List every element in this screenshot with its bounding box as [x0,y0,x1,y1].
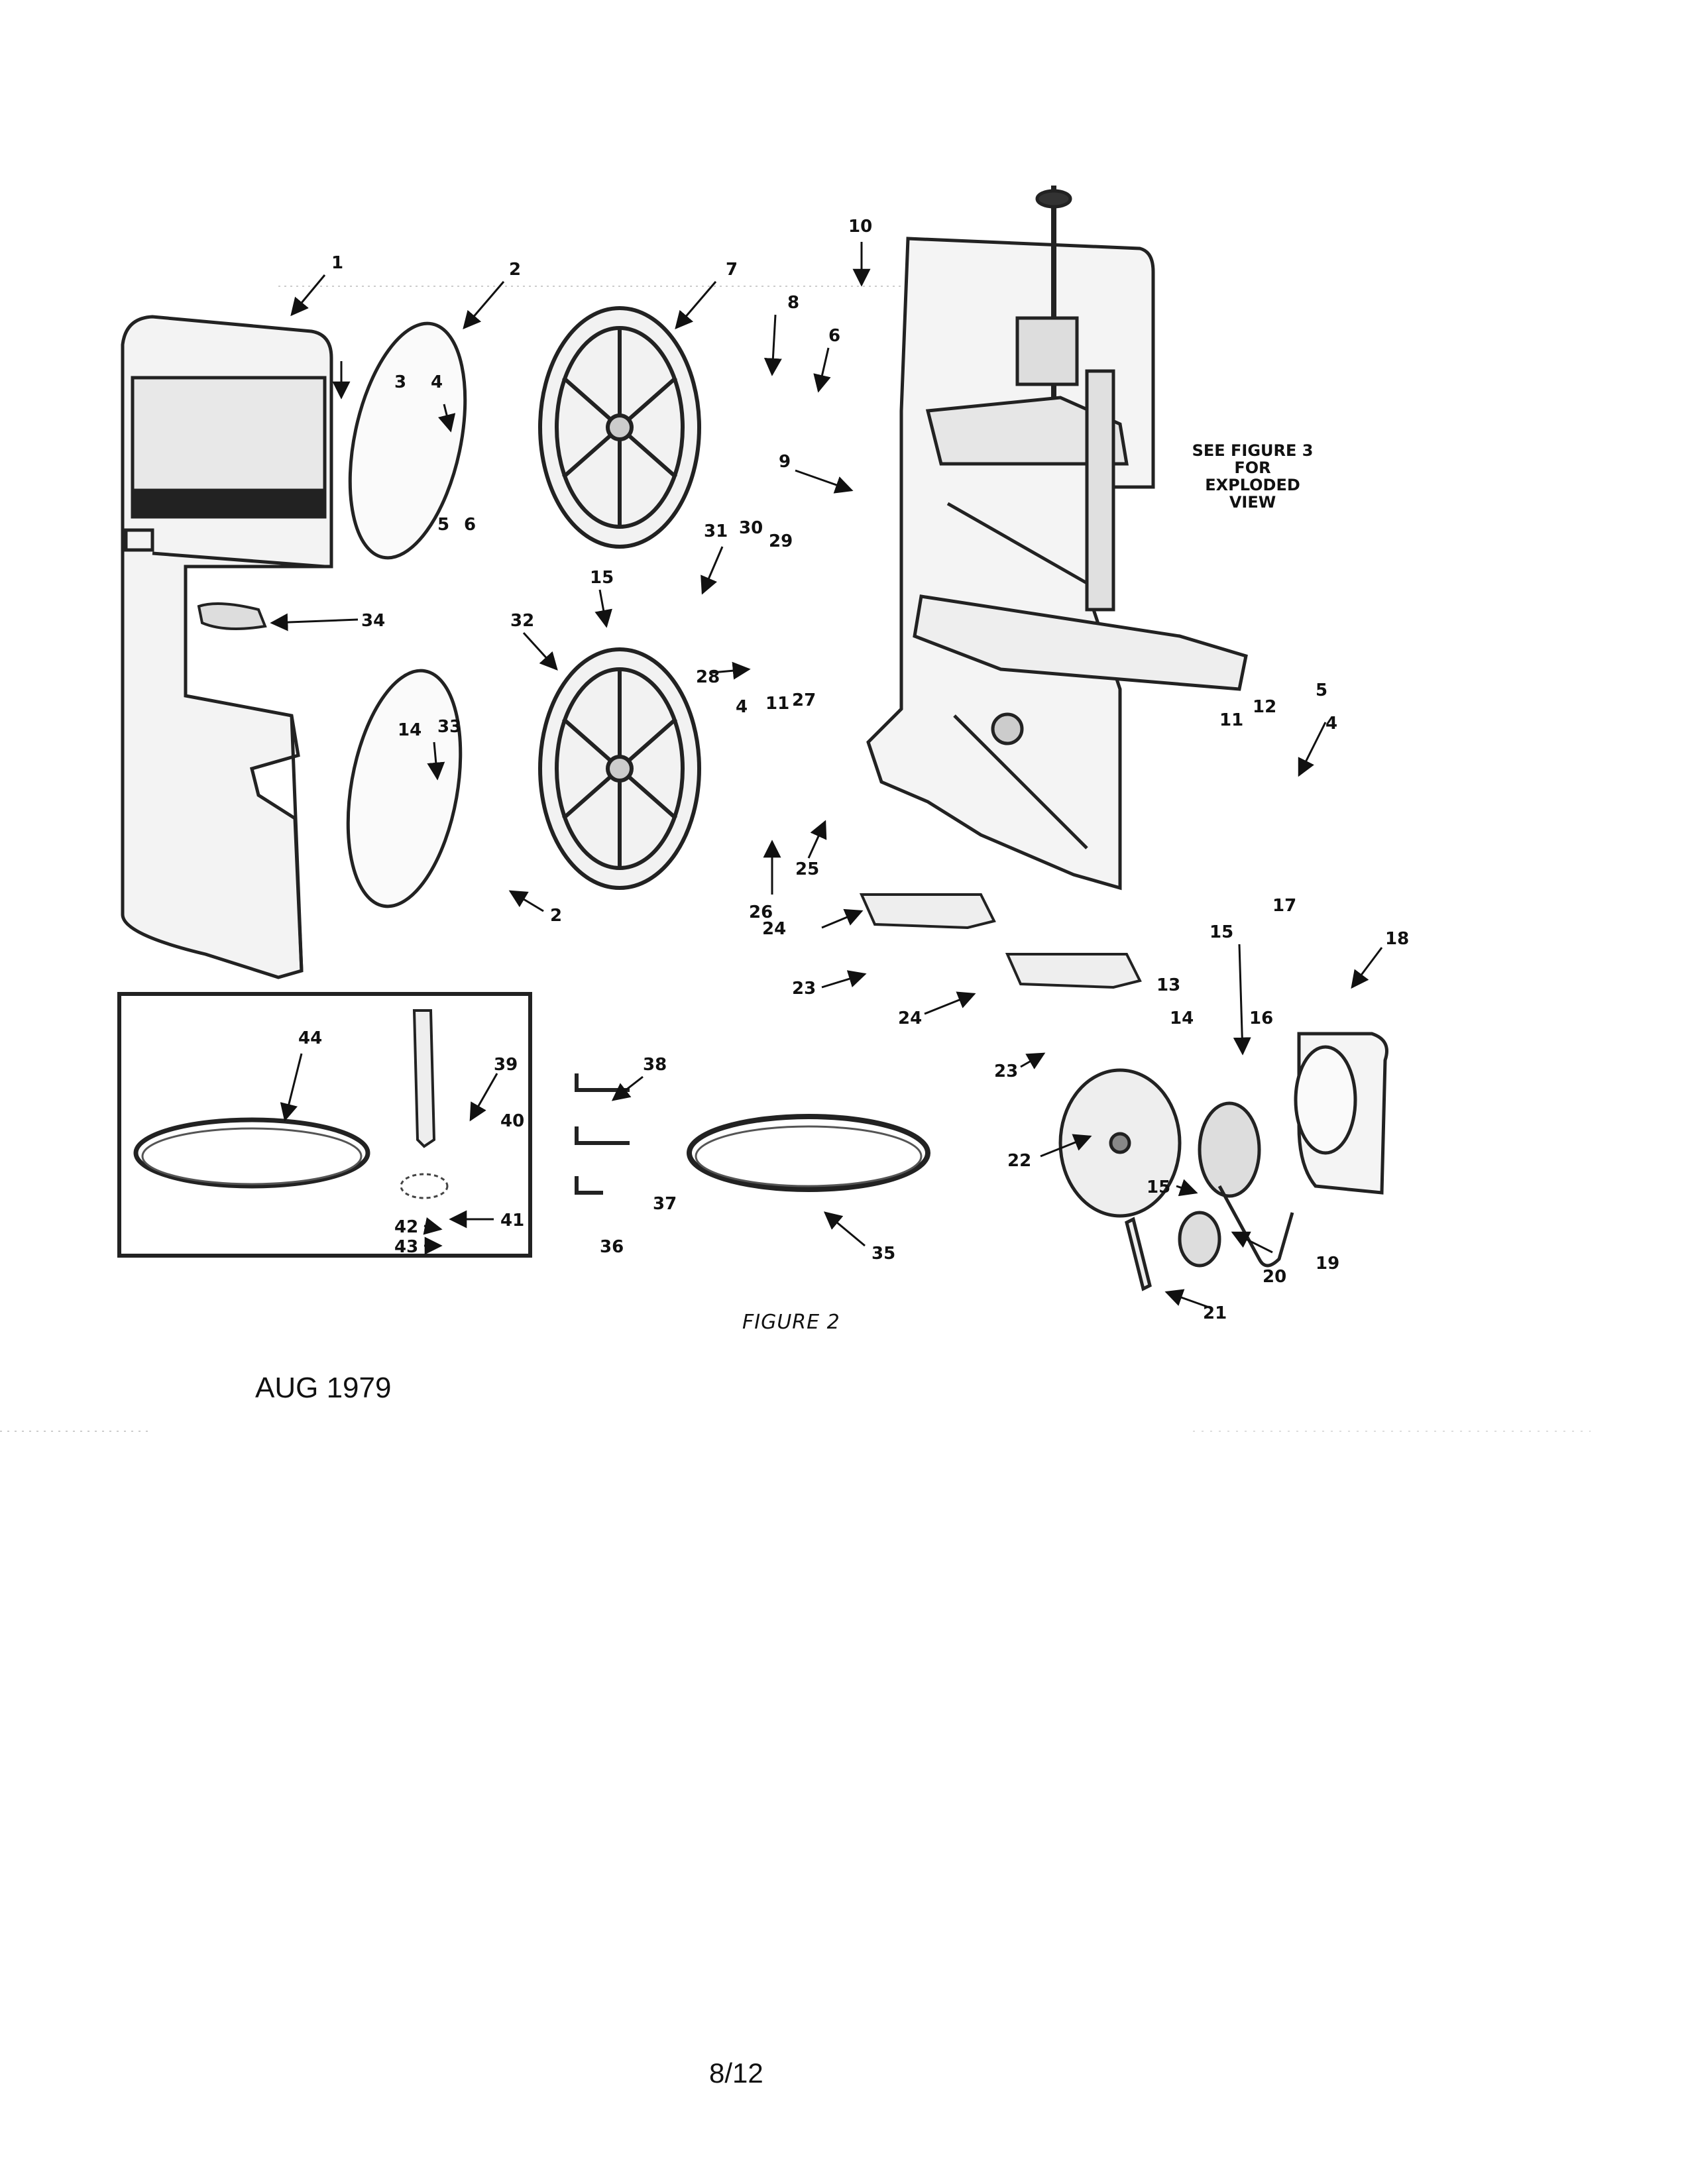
callout-11b: 11 [1219,710,1243,730]
callout-24a: 24 [762,919,786,939]
callout-1: 1 [331,253,343,273]
see-figure-note-line-1: SEE FIGURE 3 [1192,441,1314,460]
callout-27: 27 [792,690,816,710]
callout-5b: 5 [1316,681,1327,700]
date-label: AUG 1979 [255,1372,392,1404]
wheel-cover-part-1 [121,315,333,979]
callout-labels: 1 2 3 4 5 6 7 8 6 10 9 31 30 29 15 34 32… [298,217,1409,1334]
callout-19: 19 [1316,1254,1339,1274]
callout-16: 16 [1249,1009,1273,1028]
callout-33: 33 [437,717,461,737]
callout-7: 7 [726,260,738,280]
callout-4c: 4 [1325,714,1337,734]
callout-13: 13 [1156,975,1180,995]
callout-arrows [270,242,1383,1310]
bracket-part-24-lower [1005,953,1142,989]
callout-4: 4 [431,372,443,392]
blade-part-44 [133,1117,370,1189]
callout-23a: 23 [792,979,816,999]
callout-43: 43 [394,1237,418,1257]
blade-part-35 [687,1114,930,1192]
blade-part-44-inner [141,1127,363,1185]
callout-25: 25 [795,859,819,879]
callout-37: 37 [653,1194,677,1214]
callout-6: 6 [464,515,476,535]
callout-6b: 6 [828,326,840,346]
callout-38: 38 [643,1055,667,1075]
callout-2b: 2 [550,906,562,926]
callout-29: 29 [769,531,793,551]
blade-guide-part-39 [412,1009,436,1148]
callout-22: 22 [1007,1151,1031,1171]
figure-caption: FIGURE 2 [742,1311,840,1334]
callout-31: 31 [704,521,728,541]
callout-24b: 24 [898,1009,922,1028]
callout-3: 3 [394,372,406,392]
callout-17: 17 [1272,896,1296,916]
callout-4b: 4 [736,697,748,717]
see-figure-note-line-2: FOR [1234,459,1270,477]
hex-keys-parts-36-38 [575,1073,630,1195]
see-figure-note-line-3: EXPLODED [1205,476,1300,494]
callout-26: 26 [749,902,773,922]
callout-12: 12 [1253,697,1276,717]
motor-pulley-group [1058,1032,1388,1291]
lower-wheel-part-32 [538,647,701,890]
callout-42: 42 [394,1217,418,1237]
callout-32: 32 [510,611,534,631]
callout-2: 2 [509,260,521,280]
callout-41: 41 [500,1211,524,1230]
blade-part-35-inner [695,1125,923,1187]
handle-part-34 [197,602,267,630]
upper-wheel-part-7 [538,306,701,549]
callout-28: 28 [696,667,720,687]
callout-30: 30 [739,518,763,538]
bracket-part-24-upper [859,893,996,930]
tire-upper-part-2 [348,321,467,560]
callout-39: 39 [494,1055,518,1075]
callout-15a: 15 [590,568,614,588]
scan-noise [0,286,1591,1432]
callout-23b: 23 [994,1062,1018,1081]
callout-5: 5 [437,515,449,535]
callout-14a: 14 [398,720,422,740]
inset-box [117,992,532,1258]
guide-support-dashed [400,1173,449,1199]
callout-10: 10 [848,217,872,237]
callout-20: 20 [1263,1267,1286,1287]
callout-15c: 15 [1147,1177,1170,1197]
callout-21: 21 [1203,1303,1227,1323]
callout-14b: 14 [1170,1009,1194,1028]
callout-36: 36 [600,1237,624,1257]
callout-44: 44 [298,1028,322,1048]
callout-34: 34 [361,611,385,631]
callout-11a: 11 [765,694,789,714]
callout-8: 8 [787,293,799,313]
callout-40: 40 [500,1111,524,1131]
callout-9: 9 [779,452,791,472]
tire-lower-part-2 [346,669,463,908]
saw-frame-body [866,186,1248,891]
callout-35: 35 [872,1244,895,1264]
page-number: 8/12 [709,2057,763,2089]
see-figure-note-line-4: VIEW [1229,493,1276,512]
callout-15b: 15 [1210,922,1233,942]
callout-18: 18 [1385,929,1409,949]
